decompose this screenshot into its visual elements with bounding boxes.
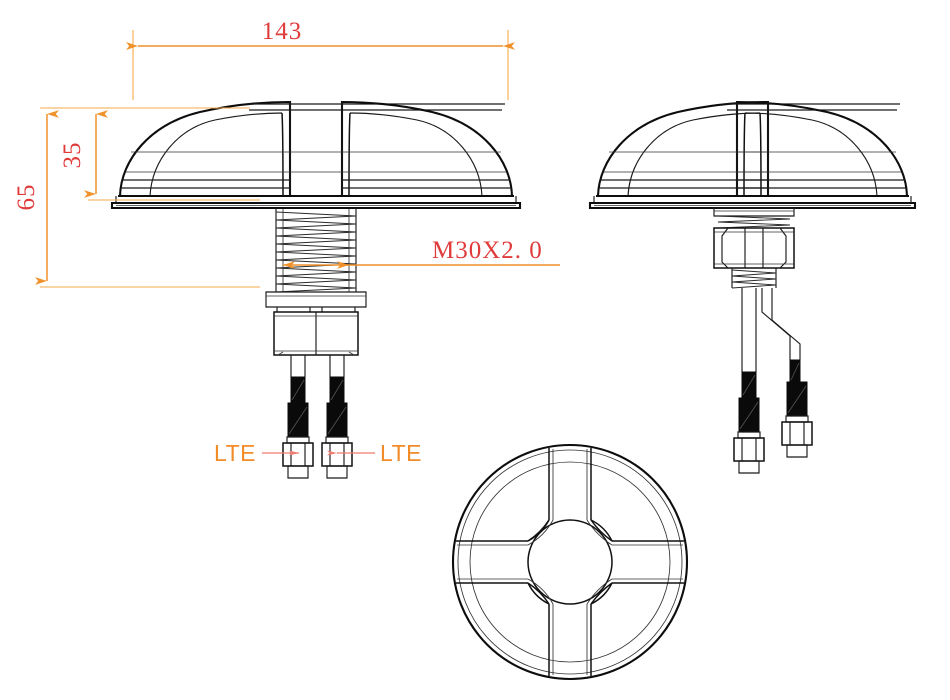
dimension-label-thread: M30X2. 0 [432,237,543,264]
dimension-label-width: 143 [262,18,303,45]
callout-lte-left: LTE [214,440,299,466]
callout-lte-right: LTE [327,440,422,466]
front-view-threaded-stem [275,208,357,293]
callout-label-lte-right: LTE [380,440,422,466]
bottom-plan-view [451,443,689,681]
callout-label-lte-left: LTE [214,440,256,466]
dimension-label-total-height: 65 [13,184,40,211]
dimension-dome-height-35: 35 [59,107,260,201]
dimension-total-height-65: 65 [13,107,260,288]
side-view-dome [588,100,917,210]
front-view-mounting-hardware [265,291,367,479]
dimension-width-143: 143 [126,18,515,100]
dimension-label-dome-height: 35 [59,142,86,169]
side-view-mounting-hardware [713,207,813,474]
front-view-dome [110,100,522,210]
dimension-thread-spec: M30X2. 0 [283,237,560,269]
